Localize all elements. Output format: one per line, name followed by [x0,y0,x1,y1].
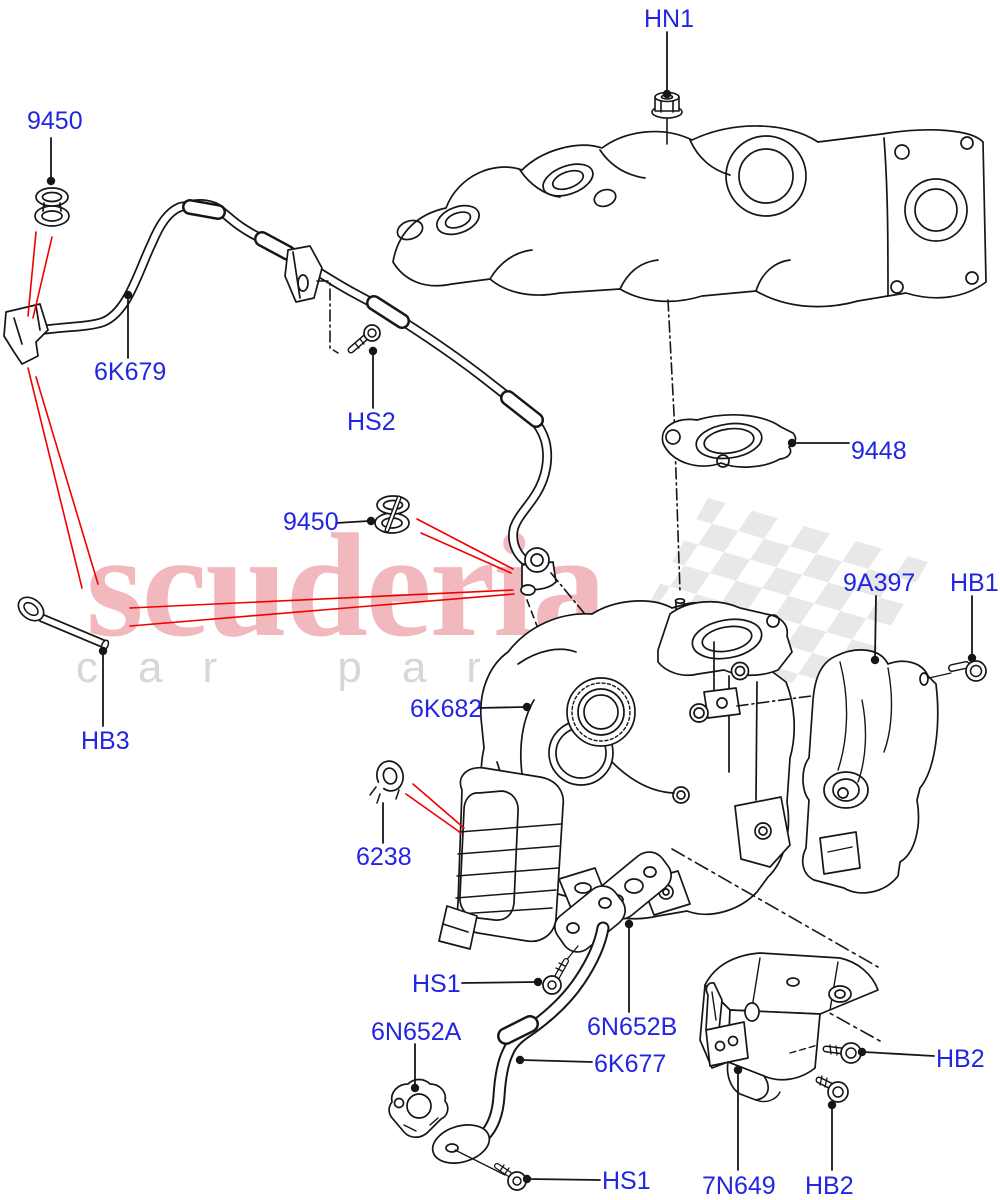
part-label-hb2-right[interactable]: HB2 [936,1045,985,1073]
washer-9450-mid-drawing [374,495,410,534]
red-pointer-lines [27,231,515,834]
part-label-hb1[interactable]: HB1 [950,569,999,597]
oil-drain-pipe-6k677-drawing [388,851,672,1176]
part-label-6n652a[interactable]: 6N652A [371,1018,462,1046]
bolt-hb3-drawing [17,596,110,651]
screw-hs1-lower-drawing [494,1163,527,1191]
bolt-hb2-bottom-drawing [815,1075,849,1103]
part-label-6k679[interactable]: 6K679 [94,358,167,386]
exhaust-manifold-drawing [392,125,987,308]
part-label-6k682[interactable]: 6K682 [410,695,483,723]
hn1-axis-dash-line [667,299,681,593]
part-label-7n649[interactable]: 7N649 [702,1172,776,1200]
bolt-hb2-right-drawing [789,1042,862,1064]
bolt-hb1-drawing [948,660,987,682]
oil-feed-pipe-6k679-drawing [3,199,557,596]
circlip-6238-drawing [369,760,404,804]
part-label-hb3[interactable]: HB3 [81,727,130,755]
part-label-hb2-bottom[interactable]: HB2 [805,1172,854,1200]
screw-hs1-upper-drawing [542,958,569,995]
watermark-brand-text: scuderia [86,504,606,668]
screw-hs2-drawing [316,280,381,354]
part-label-9450-top[interactable]: 9450 [27,107,83,135]
callout-leader-lines [46,31,977,1184]
part-label-hs2[interactable]: HS2 [347,408,396,436]
part-label-hs1-upper[interactable]: HS1 [412,970,461,998]
part-label-6k677[interactable]: 6K677 [594,1050,667,1078]
part-label-9450-mid[interactable]: 9450 [283,508,339,536]
part-label-9448[interactable]: 9448 [851,437,907,465]
part-label-9a397[interactable]: 9A397 [843,569,916,597]
nut-hn1-drawing [651,91,683,145]
turbocharger-6k682-drawing [438,597,796,950]
part-label-6238[interactable]: 6238 [356,843,412,871]
bracket-7n649-drawing [699,952,879,1103]
heat-shield-9a397-drawing [801,649,952,894]
part-label-hn1[interactable]: HN1 [644,5,695,33]
part-label-hs1-lower[interactable]: HS1 [602,1167,651,1195]
part-label-6n652b[interactable]: 6N652B [587,1013,678,1041]
washer-9450-top-drawing [34,187,70,227]
gasket-9448-drawing [661,413,797,468]
